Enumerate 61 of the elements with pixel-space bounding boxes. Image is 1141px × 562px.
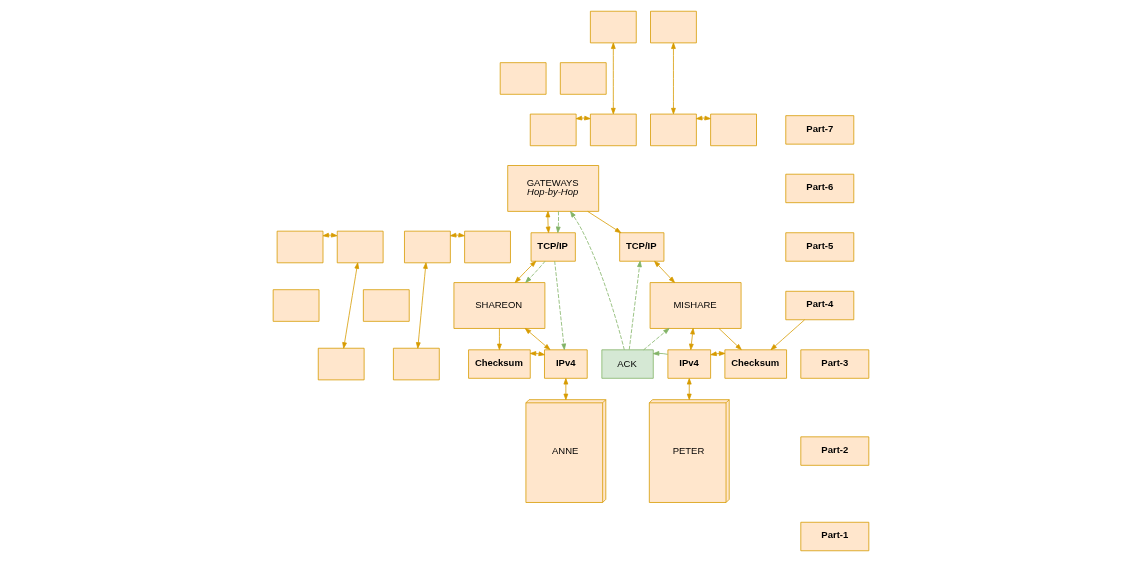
arrow xyxy=(449,232,465,238)
arrow xyxy=(642,328,669,351)
node-box: SHAREON xyxy=(453,282,545,329)
arrow xyxy=(555,211,561,233)
node-box: Checksum xyxy=(467,349,531,379)
node-box: Part-3 xyxy=(799,349,869,379)
node-box xyxy=(559,62,607,95)
node-box: GATEWAYS Hop-by-Hop xyxy=(506,165,599,212)
arrow xyxy=(524,260,545,283)
arrow xyxy=(545,211,550,233)
node-box xyxy=(276,230,323,264)
node-box xyxy=(317,347,365,381)
node-box: Part-1 xyxy=(799,521,869,552)
arrow xyxy=(415,262,428,349)
node-box xyxy=(336,230,383,264)
arrow xyxy=(770,319,805,351)
node-box: Checksum xyxy=(723,349,787,379)
arrow xyxy=(652,351,668,356)
arrow xyxy=(628,260,642,350)
arrow xyxy=(586,211,621,234)
node-box xyxy=(709,113,757,147)
arrow xyxy=(718,328,742,350)
arrow xyxy=(695,115,711,121)
arrow xyxy=(514,260,536,283)
arrow xyxy=(688,328,695,350)
arrow xyxy=(341,262,359,349)
node-box: Part-7 xyxy=(784,115,854,145)
arrow xyxy=(563,378,568,400)
arrow xyxy=(322,232,337,238)
node-box xyxy=(649,113,697,147)
arrow xyxy=(569,211,625,351)
node-box xyxy=(529,113,577,147)
arrow xyxy=(653,260,675,283)
node-box xyxy=(649,10,697,44)
arrow xyxy=(670,42,676,115)
node-box: IPv4 xyxy=(543,349,588,379)
node-box: MISHARE xyxy=(649,282,741,329)
arrow xyxy=(529,351,545,357)
node-box xyxy=(272,289,319,322)
arrow xyxy=(610,42,616,115)
node-box: Part-6 xyxy=(784,173,854,204)
node-box: Part-5 xyxy=(784,232,854,262)
arrow xyxy=(553,260,566,350)
arrow xyxy=(686,378,692,400)
node-box xyxy=(589,10,637,44)
node-box xyxy=(362,289,410,322)
node-box: IPv4 xyxy=(667,349,711,379)
arrow xyxy=(709,351,725,357)
arrow xyxy=(496,328,502,350)
node-box: Part-2 xyxy=(799,436,869,466)
node-box xyxy=(403,230,451,264)
node-box xyxy=(499,62,546,95)
arrow xyxy=(575,115,591,121)
node-box: TCP/IP xyxy=(618,232,664,262)
arrow xyxy=(524,328,550,350)
node-box xyxy=(589,113,637,147)
node-box: TCP/IP xyxy=(530,232,576,262)
node-box: ACK xyxy=(600,349,654,379)
node-box xyxy=(392,347,440,381)
node-box: Part-4 xyxy=(784,290,854,321)
node-box xyxy=(463,230,511,264)
